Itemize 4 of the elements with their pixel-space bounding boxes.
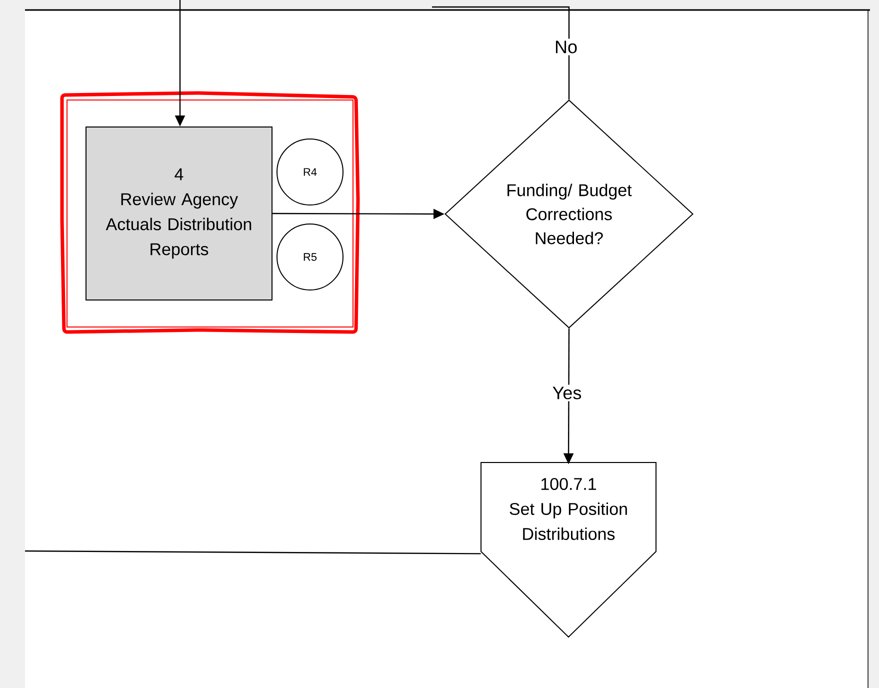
edge-label: No [552,38,580,56]
edge-label: Yes [550,384,584,402]
process-box: 4 Review Agency Actuals Distribution Reports [86,126,272,300]
off-page-connector: 100.7.1 Set Up Position Distributions [480,462,656,638]
